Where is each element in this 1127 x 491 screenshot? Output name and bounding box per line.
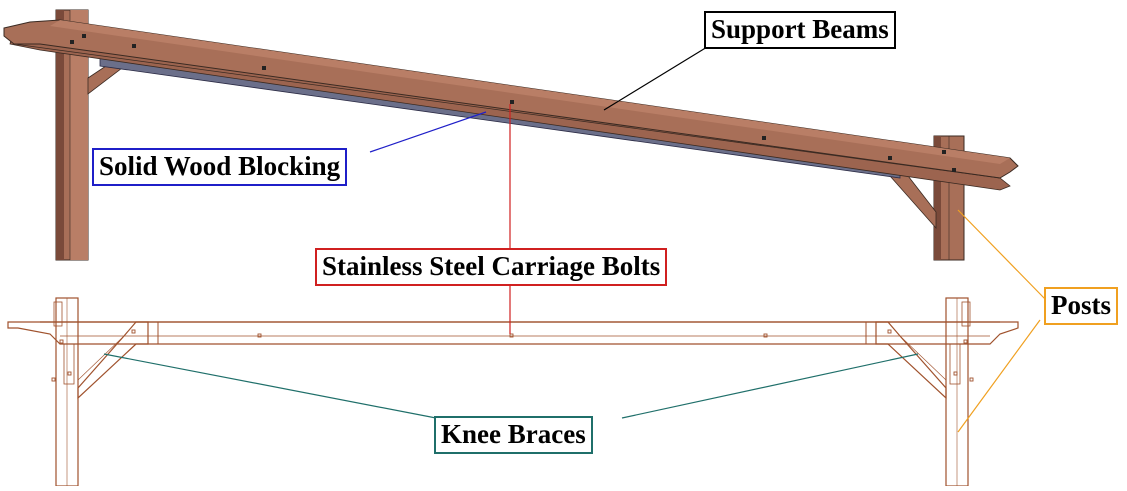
leader-lines (103, 43, 1047, 433)
left-post-elevation (53, 297, 79, 487)
carriage-bolts-label: Stainless Steel Carriage Bolts (315, 248, 668, 286)
perspective-view (3, 9, 1019, 261)
posts-leader-bottom (957, 319, 1041, 433)
knee-braces-leader-right (621, 353, 919, 419)
left-knee-brace-elevation (77, 321, 149, 400)
right-knee-brace-elevation (875, 321, 947, 400)
solid-wood-blocking-label: Solid Wood Blocking (92, 148, 348, 186)
carriage-bolts-3d (70, 34, 956, 172)
right-knee-brace-3d (889, 171, 937, 230)
carriage-bolts-elevation (51, 329, 974, 382)
right-post-elevation (945, 297, 971, 487)
support-beams-label: Support Beams (704, 11, 896, 49)
posts-leader-top (957, 209, 1047, 301)
posts-label: Posts (1044, 287, 1118, 325)
solid-wood-blocking-elevation (157, 321, 867, 345)
knee-braces-leader-left (103, 353, 437, 419)
elevation-view (7, 297, 1019, 487)
support-beams-leader (603, 43, 713, 111)
knee-braces-label: Knee Braces (434, 416, 593, 454)
solid-wood-blocking-leader (369, 111, 487, 153)
